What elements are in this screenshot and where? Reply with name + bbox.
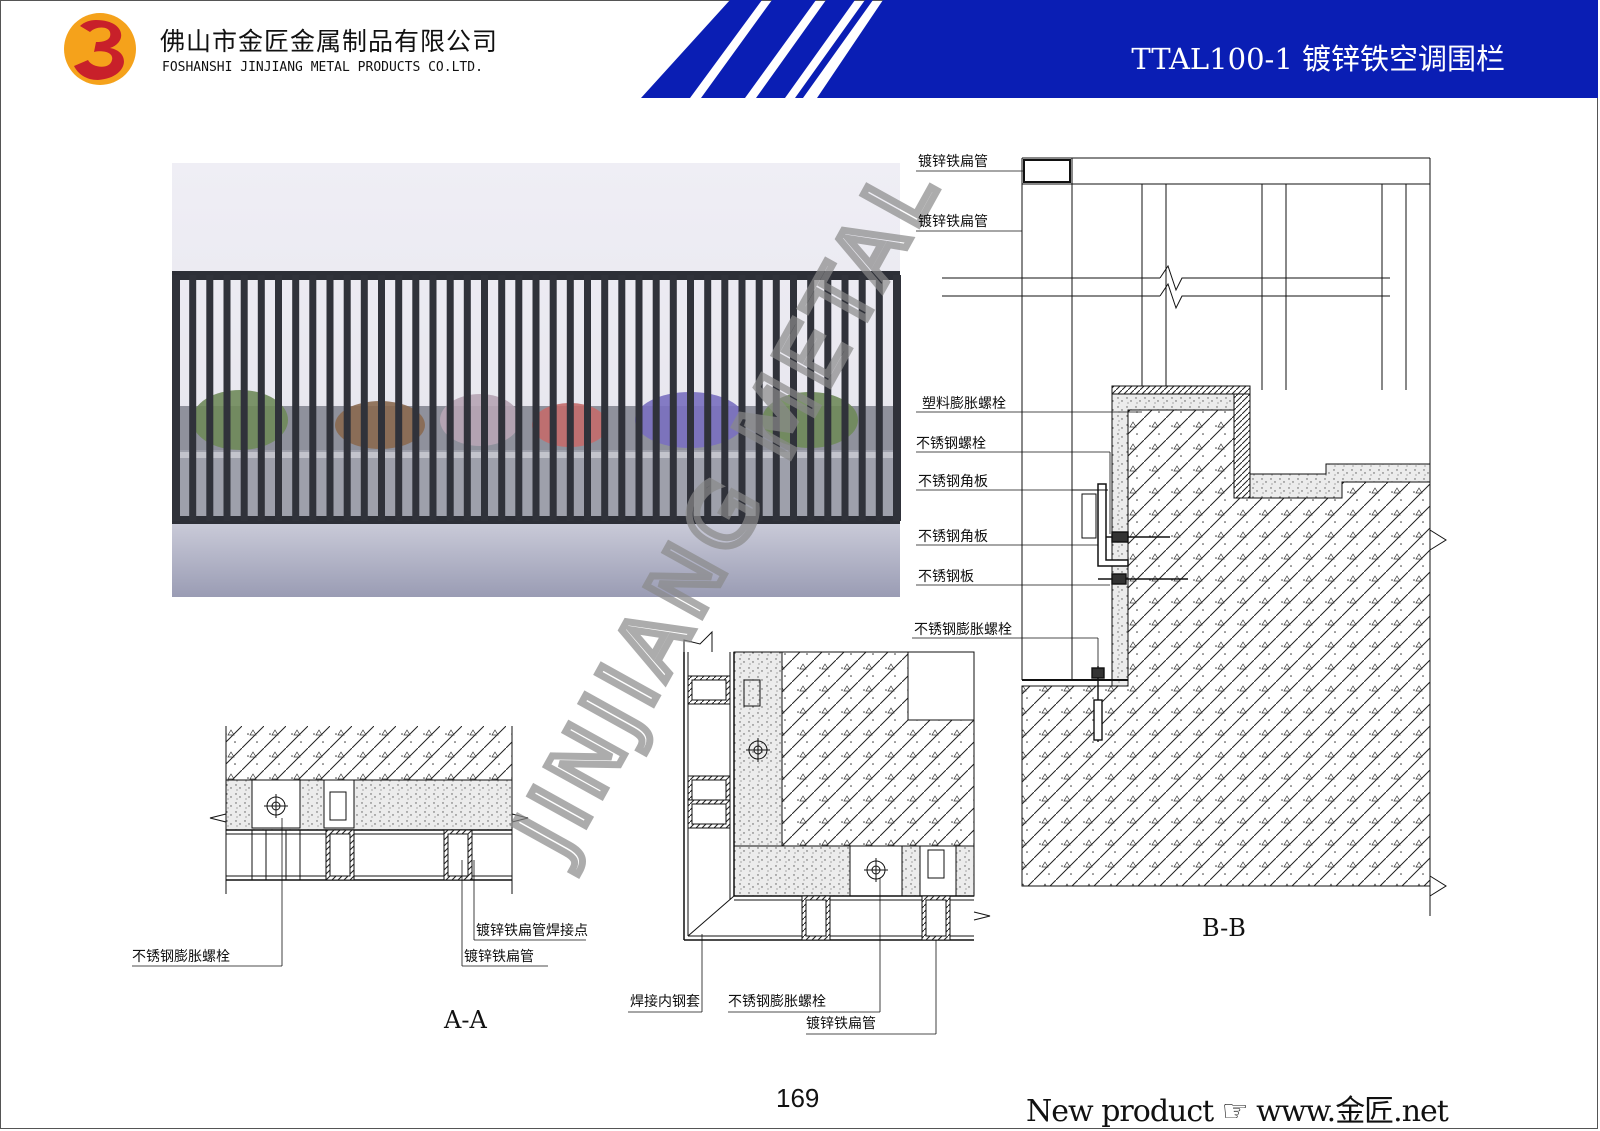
fence-picket xyxy=(395,275,403,521)
fence-picket xyxy=(189,275,197,521)
fence-picket xyxy=(875,275,883,521)
page-number: 169 xyxy=(776,1083,820,1113)
section-bb-title: B-B xyxy=(1202,914,1246,942)
fence-picket xyxy=(601,275,609,521)
fence-picket xyxy=(240,275,248,521)
label-corner-3: 镀锌铁扁管 xyxy=(806,1016,876,1032)
fence-picket xyxy=(704,275,712,521)
fence-picket xyxy=(721,275,729,521)
section-bb-drawing xyxy=(942,157,1447,916)
label-bb-2: 镀锌铁扁管 xyxy=(918,214,988,230)
section-aa-drawing xyxy=(209,726,529,894)
fence-picket xyxy=(378,275,385,521)
fence-picket xyxy=(687,275,694,521)
fence-picket xyxy=(532,275,540,521)
fence-picket xyxy=(292,275,300,521)
fence-picket xyxy=(841,275,849,521)
fence-picket xyxy=(669,275,677,521)
fence-picket xyxy=(790,275,797,521)
fence-picket xyxy=(755,275,763,521)
fence-picket xyxy=(206,275,214,521)
company-name-en: FOSHANSHI JINJIANG METAL PRODUCTS CO.LTD… xyxy=(162,60,483,75)
label-aa-1: 不锈钢膨胀螺栓 xyxy=(132,949,230,965)
fence-picket xyxy=(343,275,351,521)
fence-picket xyxy=(824,275,832,521)
fence-picket xyxy=(412,275,420,521)
company-name-cn: 佛山市金匠金属制品有限公司 xyxy=(160,27,499,56)
fence-picket xyxy=(584,275,591,521)
fence-picket xyxy=(515,275,523,521)
company-logo xyxy=(64,13,136,85)
fence-picket xyxy=(481,275,488,521)
header-banner xyxy=(641,0,1598,98)
label-bb-5: 不锈钢角板 xyxy=(918,474,988,490)
footer-website: New product ☞ www.金匠.net xyxy=(1026,1094,1449,1129)
label-bb-7: 不锈钢板 xyxy=(918,569,974,585)
fence-picket xyxy=(257,275,265,521)
fence-picket xyxy=(618,275,626,521)
label-bb-1: 镀锌铁扁管 xyxy=(918,154,988,170)
fence-picket xyxy=(498,275,506,521)
fence-picket xyxy=(429,275,437,521)
section-aa-title: A-A xyxy=(444,1006,487,1034)
fence-picket xyxy=(309,275,317,521)
document-title: TTAL100-1 镀锌铁空调围栏 xyxy=(1131,42,1505,76)
label-bb-4: 不锈钢螺栓 xyxy=(916,436,986,452)
fence-picket xyxy=(807,275,815,521)
fence-picket xyxy=(326,275,334,521)
fence-picket xyxy=(652,275,660,521)
fence-picket xyxy=(549,275,557,521)
label-aa-2: 镀锌铁扁管焊接点 xyxy=(476,923,588,939)
label-aa-3: 镀锌铁扁管 xyxy=(464,949,534,965)
label-bb-3: 塑料膨胀螺栓 xyxy=(922,396,1006,412)
label-corner-1: 焊接内钢套 xyxy=(630,994,700,1010)
label-bb-8: 不锈钢膨胀螺栓 xyxy=(914,622,1012,638)
fence-picket xyxy=(446,275,454,521)
fence-picket xyxy=(463,275,471,521)
fence-picket xyxy=(223,275,231,521)
fence-picket xyxy=(360,275,368,521)
fence-picket xyxy=(635,275,643,521)
leader-lines xyxy=(132,170,1142,1035)
label-corner-2: 不锈钢膨胀螺栓 xyxy=(728,994,826,1010)
fence-picket xyxy=(566,275,574,521)
fence-render-photo xyxy=(172,163,901,597)
label-bb-6: 不锈钢角板 xyxy=(918,529,988,545)
fence-picket xyxy=(858,275,866,521)
fence-picket xyxy=(275,275,282,521)
fence-picket xyxy=(172,275,180,521)
fence-picket xyxy=(893,275,901,521)
fence-picket xyxy=(738,275,746,521)
section-corner-drawing xyxy=(683,630,991,941)
fence-picket xyxy=(772,275,780,521)
